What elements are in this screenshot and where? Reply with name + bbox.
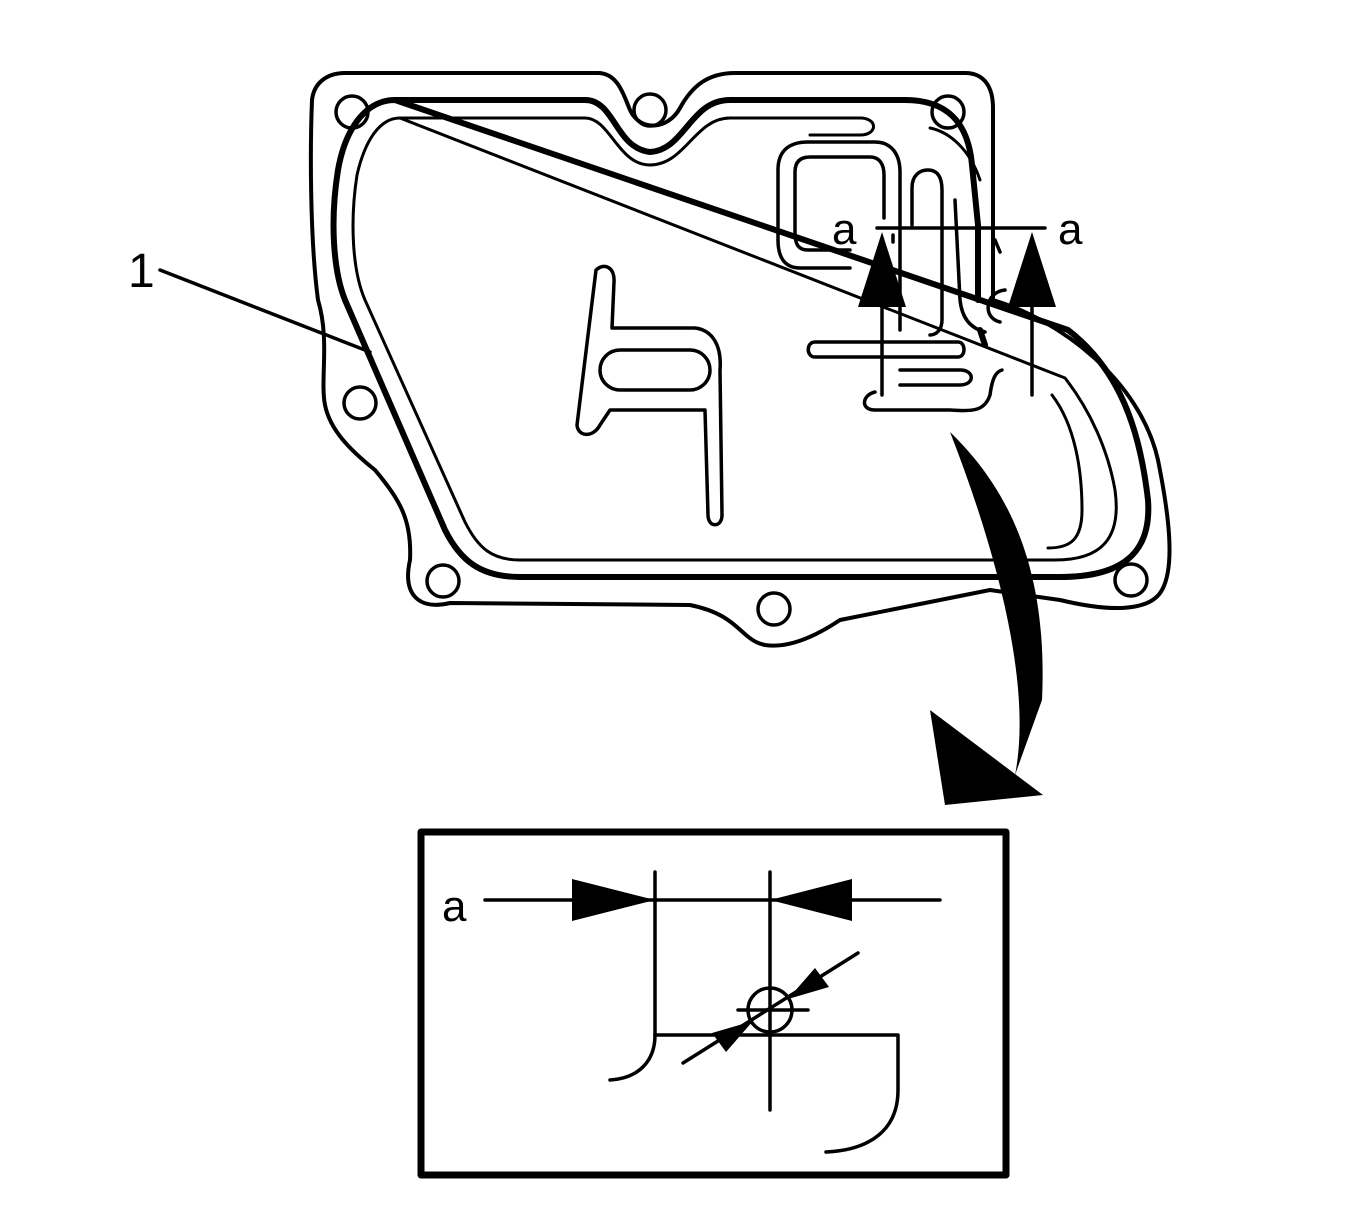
gasket-seal-outer <box>330 97 1152 580</box>
profile-ledge <box>653 1033 900 1154</box>
bolt-hole <box>756 591 792 627</box>
small-port <box>986 288 1007 324</box>
curved-arrow-body <box>950 432 1043 775</box>
dimension-arrow-left <box>572 879 655 921</box>
bead-diameter-line <box>681 951 860 1065</box>
channel-loop-left <box>776 140 902 332</box>
curved-arrow-head <box>930 710 1043 805</box>
detail-inset: a <box>417 828 1010 1179</box>
bolt-hole <box>334 94 370 130</box>
dimension-arrow-right <box>770 879 852 921</box>
slot-bottom <box>862 368 1004 413</box>
section-arrow-head-right <box>1008 232 1056 307</box>
detail-label: a <box>442 882 467 931</box>
port-edge <box>993 238 1002 254</box>
bolt-hole <box>632 92 668 128</box>
gasket-outer-outline <box>308 71 1172 648</box>
detail-pointer-arrow <box>930 432 1043 805</box>
bolt-hole <box>1113 562 1149 598</box>
section-label-left: a <box>832 205 857 254</box>
channel-loop-left-inner <box>793 155 886 252</box>
bolt-hole <box>425 563 461 599</box>
gasket-seal-right <box>1046 393 1084 550</box>
center-rib <box>575 264 724 527</box>
section-arrow-head-left <box>858 232 906 307</box>
detail-frame <box>417 828 1010 1179</box>
bead-arrow-lower <box>712 1021 753 1052</box>
gasket-seal-inner <box>351 116 1118 562</box>
center-rib-slot <box>598 348 712 392</box>
bolt-hole <box>342 385 378 421</box>
bolt-hole <box>930 94 966 130</box>
channel-loop-mid <box>910 168 944 337</box>
section-label-right: a <box>1058 205 1083 254</box>
channel-loop-right <box>953 198 987 334</box>
profile-curve-left <box>608 1033 657 1082</box>
slot-lower <box>898 368 973 387</box>
slot-upper <box>806 340 966 359</box>
section-marker: a a <box>832 205 1083 397</box>
part-callout: 1 <box>128 245 372 354</box>
part-number-label: 1 <box>128 245 155 298</box>
leader-line <box>158 268 372 354</box>
gasket <box>308 71 1172 648</box>
bead-arrow-upper <box>788 968 829 999</box>
